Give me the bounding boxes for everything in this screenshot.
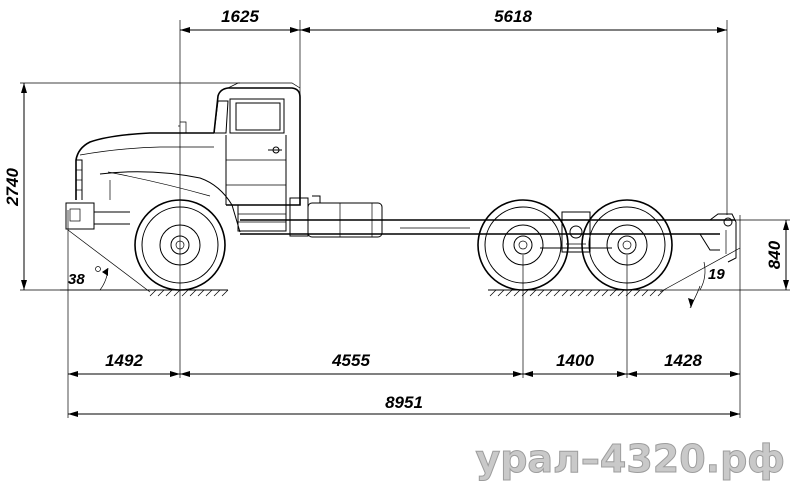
approach-angle-marker xyxy=(60,229,151,293)
departure-angle-label: 19 xyxy=(708,266,725,283)
dim-wheelbase-label: 4555 xyxy=(331,351,370,370)
dim-front-overhang-label: 1492 xyxy=(105,351,143,370)
departure-angle-marker xyxy=(659,247,741,309)
front-wheel xyxy=(134,199,226,291)
dimension-lines xyxy=(21,27,789,417)
dim-bogie-spacing-label: 1400 xyxy=(556,351,594,370)
rear-suspension xyxy=(540,211,612,253)
dim-cab-front-axle-label: 1625 xyxy=(221,7,259,26)
dim-cab-rear-label: 5618 xyxy=(494,7,532,26)
ground-hatching xyxy=(148,289,665,297)
dim-total-length-label: 8951 xyxy=(385,393,423,412)
dim-frame-height-label: 840 xyxy=(765,240,784,269)
middle-wheel xyxy=(477,199,569,291)
truck-body xyxy=(65,82,737,291)
site-watermark: урал–4320.рф xyxy=(475,437,785,481)
approach-angle-label: 38 xyxy=(68,271,85,288)
degree-symbol xyxy=(95,266,101,272)
dim-total-height-label: 2740 xyxy=(3,168,22,207)
rear-wheel xyxy=(581,199,673,291)
dim-rear-overhang-label: 1428 xyxy=(664,351,702,370)
